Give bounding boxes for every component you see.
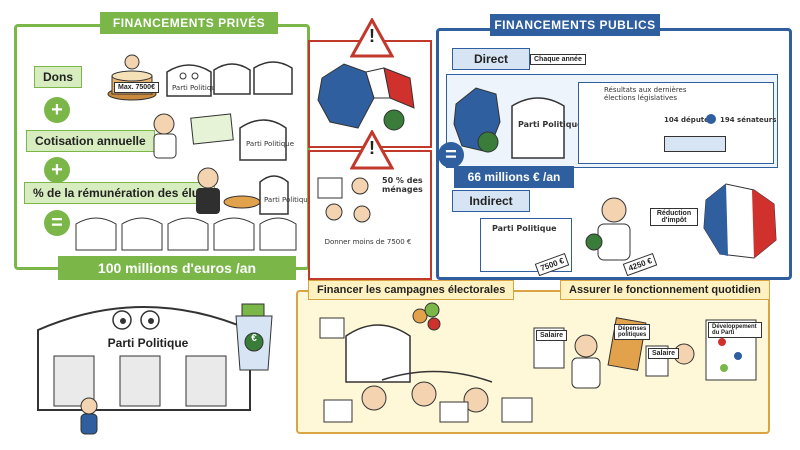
private-total: 100 millions d'euros /an <box>58 256 296 280</box>
deputes-count: 104 députés <box>664 116 714 124</box>
cotisation-label: Cotisation annuelle <box>26 130 155 152</box>
party-houses-row <box>74 212 300 252</box>
tax-reduction-label: Réduction d'impôt <box>650 208 698 226</box>
senateurs-count: 194 sénateurs <box>720 116 777 124</box>
warning-icon <box>349 16 395 58</box>
households-illustration <box>314 170 380 230</box>
warning-symbol: ! <box>369 26 375 46</box>
plus-icon: + <box>44 157 70 183</box>
party-house-label: Parti Politique <box>172 84 221 92</box>
warning-symbol: ! <box>369 138 375 158</box>
dons-label: Dons <box>34 66 82 88</box>
member-card-illustration <box>148 110 288 162</box>
campagnes-label: Financer les campagnes électorales <box>308 280 515 300</box>
france-party-illustration <box>452 80 572 162</box>
salaire-label: Salaire <box>536 330 567 341</box>
elected-person-illustration <box>190 166 290 216</box>
remuneration-label: % de la rémunération des élus <box>24 182 215 204</box>
depenses-label: Dépenses politiques <box>614 324 650 340</box>
private-financing-banner: FINANCEMENTS PRIVÉS <box>100 12 278 34</box>
cake-max-label: Max. 7500€ <box>114 82 159 93</box>
party-house-icon <box>252 56 294 96</box>
indirect-label: Indirect <box>452 190 530 212</box>
public-total: 66 millions € /an <box>454 166 574 188</box>
euro-coin: € <box>251 333 257 344</box>
plus-icon: + <box>44 97 70 123</box>
warning-icon <box>349 128 395 170</box>
equals-icon: = <box>44 210 70 236</box>
cheque-illustration <box>664 136 726 152</box>
election-results-title: Résultats aux dernières élections législ… <box>604 86 687 102</box>
direct-label: Direct <box>452 48 530 70</box>
developpement-label: Développement du Parti <box>708 322 762 338</box>
plus-icon <box>706 114 716 124</box>
party-house-label: Parti Politique <box>492 224 557 233</box>
taxpayer-illustration <box>584 196 644 262</box>
party-house-label: Parti Politique <box>518 120 583 129</box>
fonctionnement-label: Assurer le fonctionnement quotidien <box>560 280 770 300</box>
campaign-illustration <box>316 302 546 426</box>
child-illustration <box>74 396 104 436</box>
main-party-building <box>34 292 254 412</box>
cake-illustration <box>104 52 160 102</box>
calendar-label: Chaque année <box>530 54 586 65</box>
equals-icon: = <box>438 142 464 168</box>
party-house-label: Parti Politique <box>246 140 295 148</box>
party-house-label: Parti Politique <box>264 196 313 204</box>
households-percent: 50 % des ménages <box>382 176 423 194</box>
france-flag-map <box>700 180 780 262</box>
party-house-icon <box>212 58 252 96</box>
party-house-icon <box>165 58 213 98</box>
party-name-board: Parti Politique <box>107 336 189 350</box>
money-bin-icon <box>232 302 276 372</box>
france-map-illustration <box>314 58 424 140</box>
donation-note: Donner moins de 7500 € <box>324 238 412 246</box>
public-financing-banner: FINANCEMENTS PUBLICS <box>490 14 660 36</box>
salaire-label-2: Salaire <box>648 348 679 359</box>
